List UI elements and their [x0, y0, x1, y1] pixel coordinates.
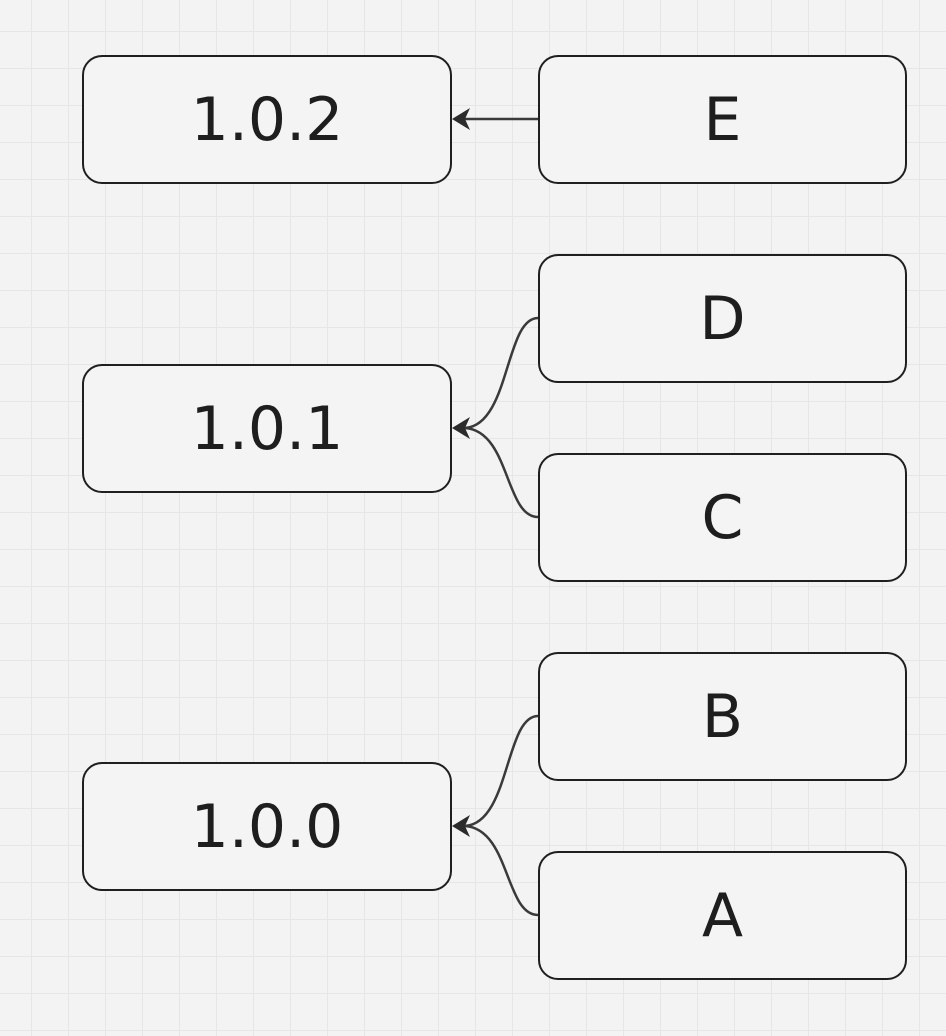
node-d[interactable]: D	[538, 254, 907, 383]
node-e-label: E	[703, 84, 742, 155]
node-b-label: B	[701, 681, 744, 752]
node-1-0-0[interactable]: 1.0.0	[82, 762, 452, 891]
edge-e-to-1-0-2	[452, 108, 538, 130]
node-1-0-0-label: 1.0.0	[190, 791, 344, 862]
node-a[interactable]: A	[538, 851, 907, 980]
node-b[interactable]: B	[538, 652, 907, 781]
edge-c-to-1-0-1	[464, 426, 539, 519]
node-d-label: D	[699, 283, 746, 354]
edge-b-to-1-0-0	[464, 714, 539, 828]
edge-a-to-1-0-0	[464, 824, 539, 917]
edge-d-to-1-0-1	[464, 316, 539, 430]
node-c-label: C	[701, 482, 744, 553]
node-1-0-1[interactable]: 1.0.1	[82, 364, 452, 493]
arrowhead-1-0-0	[452, 815, 470, 837]
arrowhead-1-0-1	[452, 417, 470, 439]
node-1-0-1-label: 1.0.1	[190, 393, 344, 464]
node-1-0-2[interactable]: 1.0.2	[82, 55, 452, 184]
node-e[interactable]: E	[538, 55, 907, 184]
node-a-label: A	[701, 880, 744, 951]
node-c[interactable]: C	[538, 453, 907, 582]
node-1-0-2-label: 1.0.2	[190, 84, 344, 155]
